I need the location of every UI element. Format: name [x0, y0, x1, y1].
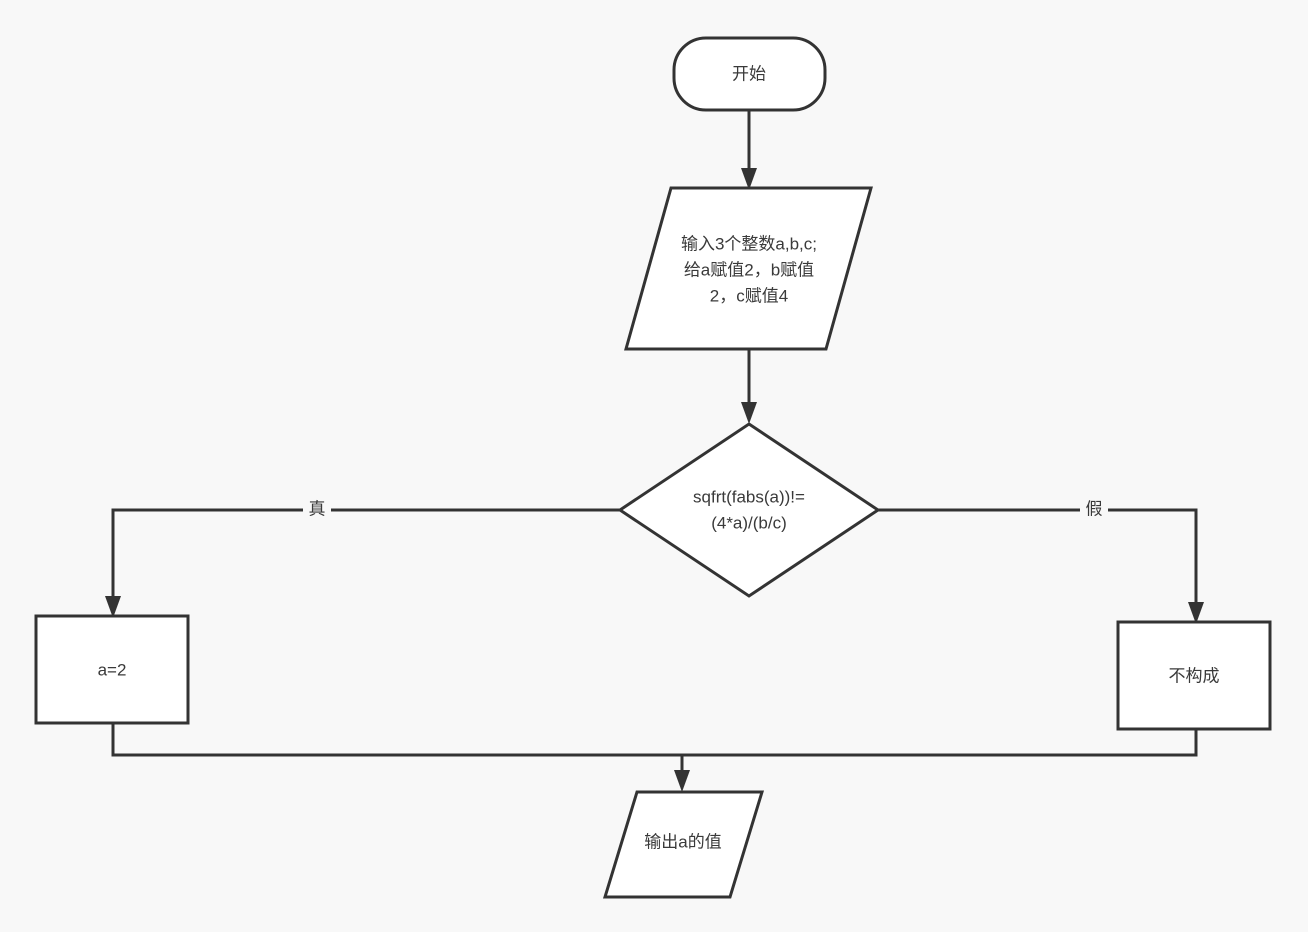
node-input-label-line1: 输入3个整数a,b,c;	[681, 234, 817, 253]
connector-false-to-merge	[682, 729, 1198, 757]
node-decision[interactable]	[617, 422, 881, 598]
node-decision-label-line2: (4*a)/(b/c)	[711, 513, 787, 532]
edge-label-true-backdrop	[303, 496, 331, 518]
node-input-label-line2: 给a赋值2，b赋值	[684, 260, 814, 279]
arrowhead-input-top	[741, 168, 757, 190]
node-output-label: 输出a的值	[644, 832, 721, 851]
node-input[interactable]	[624, 186, 873, 351]
connector-decision-to-false	[878, 508, 1198, 612]
node-start[interactable]	[672, 36, 827, 112]
edge-label-false-backdrop	[1080, 496, 1108, 518]
edge-label-false: 假	[1086, 499, 1103, 518]
node-decision-label-line1: sqfrt(fabs(a))!=	[693, 487, 805, 506]
arrowhead-true-box-top	[105, 596, 121, 618]
connector-true-to-merge	[111, 723, 682, 757]
arrowhead-false-box-top	[1188, 602, 1204, 624]
arrowhead-decision-top	[741, 402, 757, 424]
arrowhead-output-top	[674, 770, 690, 792]
node-false-branch-label: 不构成	[1169, 666, 1220, 685]
node-start-label: 开始	[732, 64, 766, 83]
node-true-branch-label: a=2	[98, 660, 127, 679]
node-true-branch[interactable]	[34, 614, 190, 725]
node-output[interactable]	[602, 790, 765, 899]
node-false-branch[interactable]	[1116, 620, 1272, 731]
node-input-label-line3: 2，c赋值4	[710, 286, 788, 305]
edge-label-true: 真	[309, 499, 326, 518]
connector-decision-to-true	[111, 508, 620, 606]
